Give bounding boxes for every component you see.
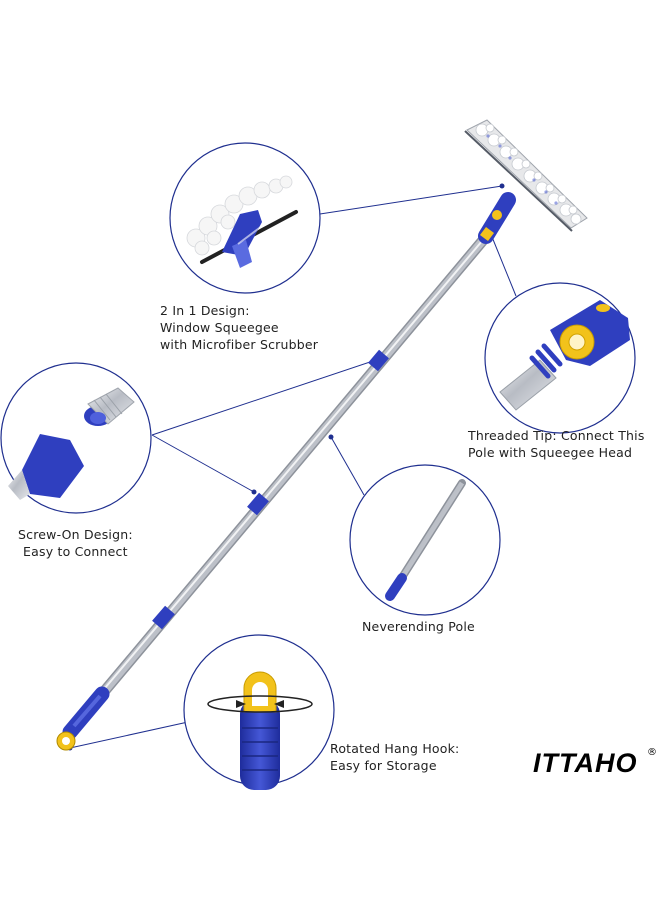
brand-logo: ITTAHO — [533, 748, 638, 778]
callout-label-screw: Screw-On Design: Easy to Connect — [18, 526, 133, 560]
label-line: Pole with Squeegee Head — [468, 445, 633, 460]
leader-lines — [69, 185, 517, 749]
callout-circle-screw-on — [0, 362, 152, 514]
registered-mark: ® — [647, 747, 657, 758]
callout-label-threaded: Threaded Tip: Connect This Pole with Squ… — [468, 427, 645, 461]
label-line: Threaded Tip: Connect This — [468, 428, 645, 443]
callout-circle-pole — [349, 464, 501, 616]
telescopic-pole — [70, 220, 501, 731]
pole-handle-grip — [62, 686, 110, 740]
callout-circle-threaded-tip — [484, 282, 636, 434]
pole-top-connector — [478, 192, 516, 244]
callout-circle-hang-hook — [183, 634, 335, 790]
label-line: 2 In 1 Design: — [160, 303, 250, 318]
callout-label-scrubber: 2 In 1 Design: Window Squeegee with Micr… — [160, 302, 318, 353]
hang-hook-icon — [56, 731, 76, 751]
callout-label-hook: Rotated Hang Hook: Easy for Storage — [330, 740, 459, 774]
label-line: Neverending Pole — [362, 619, 475, 634]
label-line: Screw-On Design: — [18, 527, 133, 542]
squeegee-scrubber-head — [464, 119, 588, 232]
label-line: Rotated Hang Hook: — [330, 741, 460, 756]
label-line: Easy to Connect — [23, 544, 128, 559]
label-line: Window Squeegee — [160, 320, 279, 335]
label-line: Easy for Storage — [330, 758, 437, 773]
callout-label-pole: Neverending Pole — [362, 618, 475, 635]
pole-collars — [152, 349, 389, 630]
label-line: with Microfiber Scrubber — [160, 337, 319, 352]
callout-circle-scrubber — [169, 142, 321, 294]
